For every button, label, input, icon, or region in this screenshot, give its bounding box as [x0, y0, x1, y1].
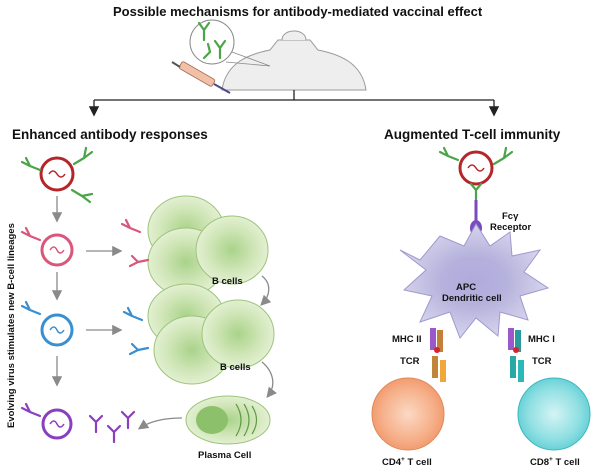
virus-red-right [458, 150, 494, 186]
fc-receptor-label-line2: Receptor [490, 222, 532, 233]
tcr-right-label: TCR [532, 356, 552, 367]
left-section-heading: Enhanced antibody responses [12, 127, 208, 142]
dendritic-cell-label: Dendritic cell [442, 293, 502, 304]
virus-pink [40, 233, 74, 267]
left-chain-arrows [51, 196, 277, 430]
cd4-t-cell-label: CD4+ T cell [382, 456, 432, 469]
cd8-t-cell-label: CD8+ T cell [530, 456, 580, 469]
apc-dendritic-cell [399, 223, 550, 339]
branch-arrows [88, 90, 500, 117]
mhc1-label: MHC I [528, 334, 555, 345]
antibodies [20, 21, 514, 444]
plasma-cell [185, 395, 271, 445]
side-note-label: Evolving virus stimulates new B-cell lin… [6, 223, 17, 428]
cd8-t-cell [517, 377, 591, 451]
b-cells-label-2: B cells [220, 362, 251, 373]
fc-receptor-label-line1: Fcγ [502, 211, 519, 222]
mhc2-tcr-complex [430, 328, 446, 382]
plasma-cell-label: Plasma Cell [198, 450, 252, 461]
right-section-heading: Augmented T-cell immunity [384, 127, 561, 142]
tcr-left-label: TCR [400, 356, 420, 367]
virus-blue [40, 313, 74, 347]
b-cells-label-1: B cells [212, 276, 243, 287]
syringe-icon [171, 61, 231, 94]
mhc1-tcr-complex [508, 328, 524, 382]
virus-red-left [39, 156, 75, 192]
virus-purple [41, 408, 73, 440]
apc-label: APC [456, 282, 477, 293]
antibody-zoom-bubble [189, 19, 271, 67]
human-torso-illustration [221, 30, 367, 91]
b-cell-cluster-2 [147, 283, 275, 385]
b-cell-cluster-1 [147, 195, 269, 297]
diagram-title: Possible mechanisms for antibody-mediate… [113, 4, 483, 19]
mhc2-label: MHC II [392, 334, 422, 345]
cd4-t-cell [371, 377, 445, 451]
